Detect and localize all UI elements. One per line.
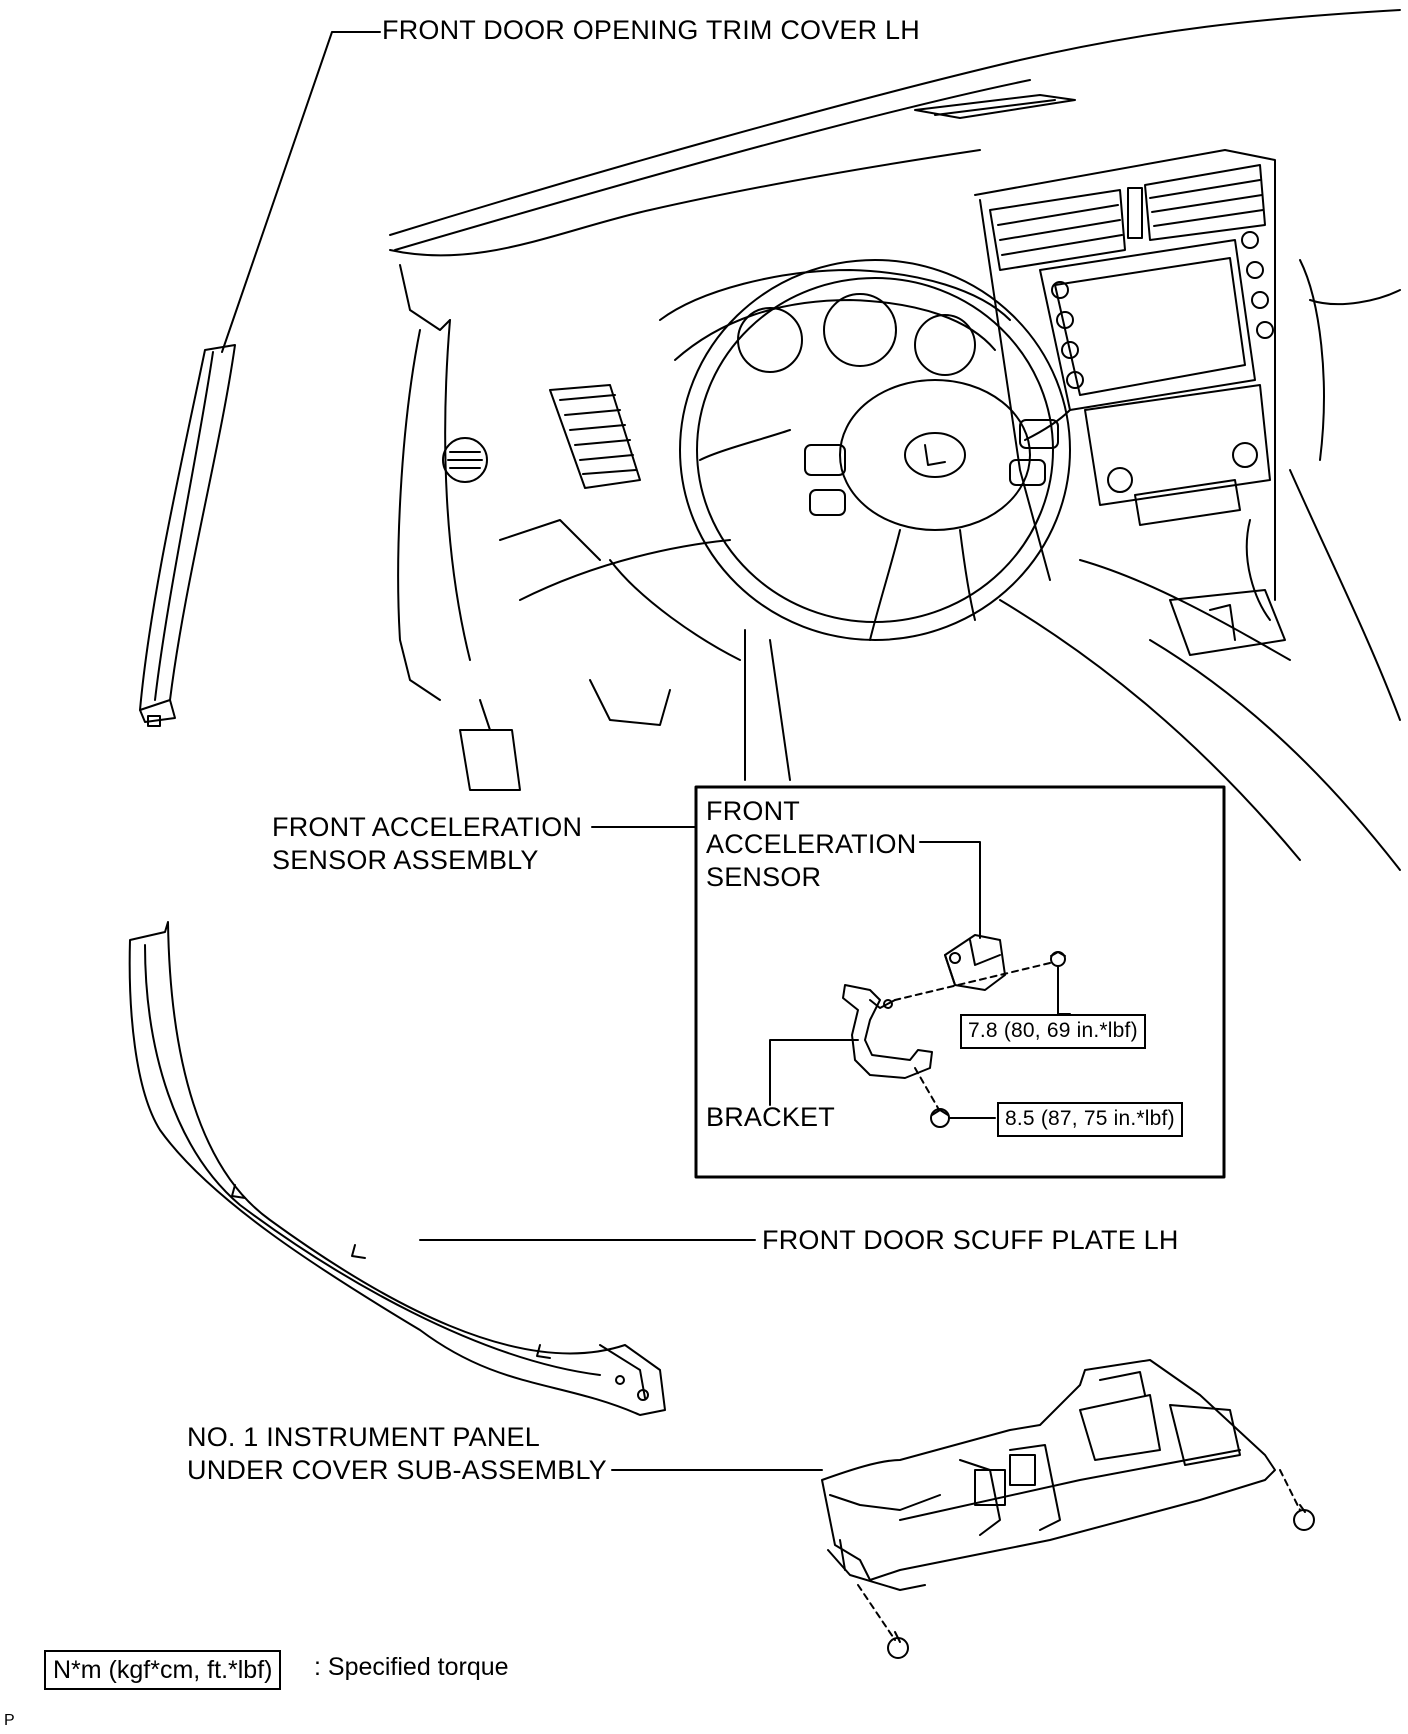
torque-bracket-nut: 8.5 (87, 75 in.*lbf): [997, 1102, 1183, 1137]
bracket-nut-drawing: [930, 1108, 950, 1128]
bracket-leader: [769, 1039, 859, 1106]
front-door-scuff-plate-drawing: [128, 921, 666, 1416]
legend-specified-torque: : Specified torque: [314, 1653, 509, 1681]
label-sensor-line3: SENSOR: [706, 862, 822, 892]
label-front-door-opening-trim-cover: FRONT DOOR OPENING TRIM COVER LH: [382, 15, 920, 45]
bracket-drawing: [842, 984, 933, 1079]
label-front-acceleration-sensor-assembly-line2: SENSOR ASSEMBLY: [272, 845, 539, 875]
sensor-nut-dashline: [894, 962, 1051, 1001]
label-sensor-line2: ACCELERATION: [706, 829, 917, 859]
label-front-door-scuff-plate: FRONT DOOR SCUFF PLATE LH: [762, 1225, 1179, 1255]
instrument-panel-under-cover-drawing: [821, 1359, 1276, 1591]
label-under-cover-line2: UNDER COVER SUB-ASSEMBLY: [187, 1455, 607, 1485]
reference-code: P: [4, 1712, 15, 1729]
label-sensor-line1: FRONT: [706, 796, 800, 826]
front-door-opening-trim-cover-drawing: [139, 344, 236, 727]
trim-cover-leader: [221, 31, 381, 353]
bracket-nut-dashline: [914, 1067, 939, 1109]
label-front-acceleration-sensor-assembly-line1: FRONT ACCELERATION: [272, 812, 583, 842]
label-under-cover-line1: NO. 1 INSTRUMENT PANEL: [187, 1422, 540, 1452]
sensor-detail-box: [694, 785, 1226, 1179]
dashboard-illustration: [389, 9, 1401, 871]
torque-sensor-nut: 7.8 (80, 69 in.*lbf): [960, 1014, 1146, 1049]
legend-torque-unit-box: N*m (kgf*cm, ft.*lbf): [44, 1650, 282, 1690]
front-acceleration-sensor-drawing: [944, 934, 1006, 991]
sensor-nut-drawing: [1050, 951, 1066, 967]
label-bracket: BRACKET: [706, 1102, 835, 1132]
sensor-leader: [919, 841, 981, 939]
under-cover-bolts: [857, 1469, 1315, 1659]
sensor-torque-leader: [1057, 966, 1071, 1015]
